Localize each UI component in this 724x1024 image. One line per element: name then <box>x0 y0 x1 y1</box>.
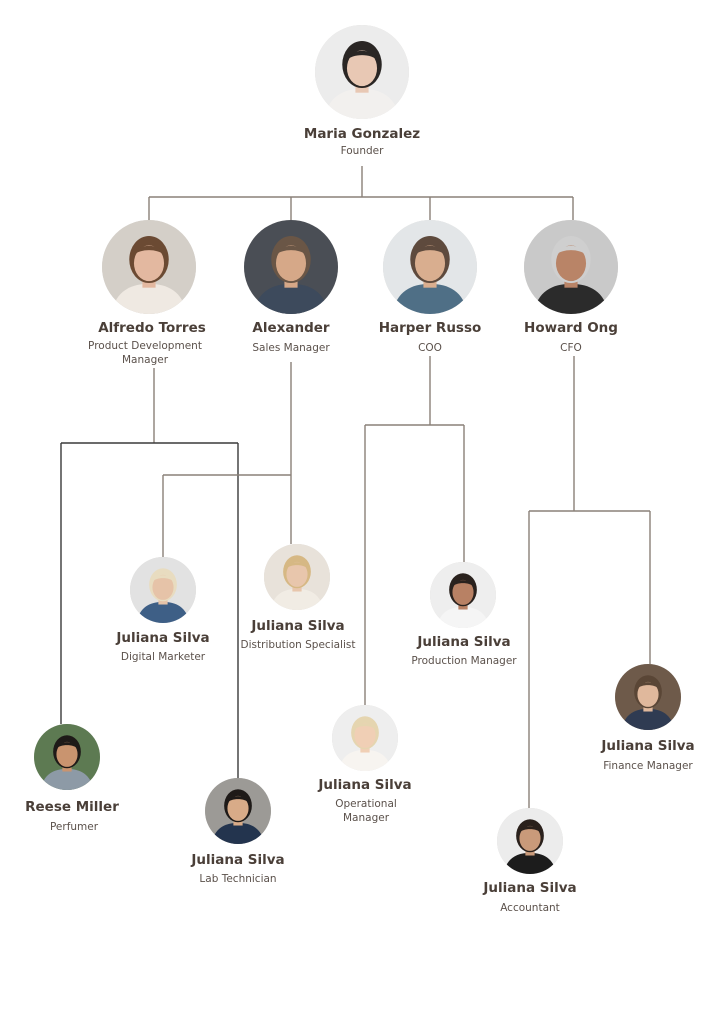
portrait-illustration <box>315 25 409 119</box>
portrait-illustration <box>497 808 563 874</box>
role-reese: Perfumer <box>0 820 149 834</box>
portrait-illustration <box>430 562 496 628</box>
avatar-alexander <box>244 220 338 314</box>
avatar-lab-technician <box>205 778 271 844</box>
role-lab-technician: Lab Technician <box>163 872 313 886</box>
portrait-illustration <box>205 778 271 844</box>
role-digital-marketer: Digital Marketer <box>88 650 238 664</box>
name-howard: Howard Ong <box>486 320 656 336</box>
avatar-distribution-specialist <box>264 544 330 610</box>
portrait-illustration <box>615 664 681 730</box>
role-howard: CFO <box>496 341 646 355</box>
avatar-alfredo <box>102 220 196 314</box>
avatar-operational-manager <box>332 705 398 771</box>
role-harper: COO <box>355 341 505 355</box>
name-maria: Maria Gonzalez <box>277 126 447 142</box>
role-finance-manager: Finance Manager <box>573 759 723 773</box>
role-production-manager: Production Manager <box>389 654 539 668</box>
role-alfredo: Product Development Manager <box>75 339 215 367</box>
avatar-harper <box>383 220 477 314</box>
name-lab-technician: Juliana Silva <box>153 852 323 868</box>
portrait-illustration <box>383 220 477 314</box>
portrait-illustration <box>130 557 196 623</box>
portrait-illustration <box>244 220 338 314</box>
portrait-illustration <box>524 220 618 314</box>
avatar-production-manager <box>430 562 496 628</box>
name-operational-manager: Juliana Silva <box>280 777 450 793</box>
avatar-maria <box>315 25 409 119</box>
role-accountant: Accountant <box>455 901 605 915</box>
role-alexander: Sales Manager <box>216 341 366 355</box>
name-reese: Reese Miller <box>0 799 157 815</box>
portrait-illustration <box>102 220 196 314</box>
name-distribution-specialist: Juliana Silva <box>213 618 383 634</box>
role-maria: Founder <box>287 144 437 158</box>
avatar-finance-manager <box>615 664 681 730</box>
portrait-illustration <box>264 544 330 610</box>
avatar-reese <box>34 724 100 790</box>
avatar-howard <box>524 220 618 314</box>
role-operational-manager: Operational Manager <box>316 797 416 825</box>
portrait-illustration <box>34 724 100 790</box>
name-accountant: Juliana Silva <box>445 880 615 896</box>
name-production-manager: Juliana Silva <box>379 634 549 650</box>
role-distribution-specialist: Distribution Specialist <box>223 638 373 652</box>
avatar-digital-marketer <box>130 557 196 623</box>
name-finance-manager: Juliana Silva <box>563 738 724 754</box>
avatar-accountant <box>497 808 563 874</box>
portrait-illustration <box>332 705 398 771</box>
